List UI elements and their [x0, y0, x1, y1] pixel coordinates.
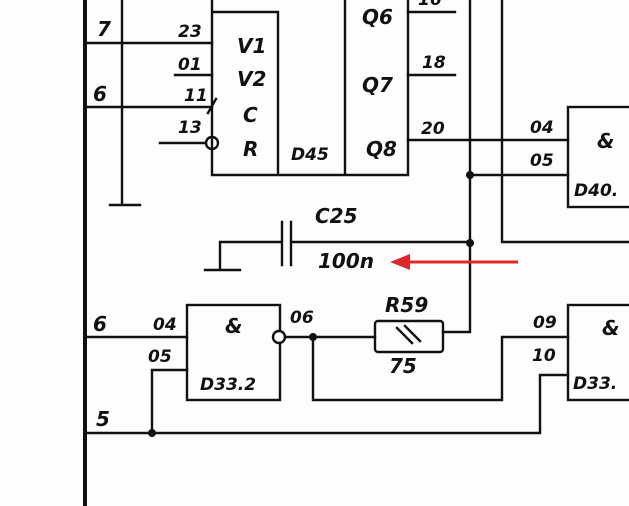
pin-label: 16 [418, 0, 442, 10]
input-label: V2 [237, 67, 266, 91]
output-label: Q6 [362, 5, 393, 29]
input-label: R [243, 137, 258, 161]
wire-feedback [311, 335, 570, 402]
chip-name: D33. [573, 374, 617, 394]
pin-label: 11 [184, 86, 208, 106]
pin-label: 04 [530, 118, 554, 138]
junction-dot [148, 429, 156, 437]
chip-name: D33.2 [200, 375, 256, 395]
pin-label: 05 [148, 347, 172, 367]
pin-label: 09 [533, 313, 557, 333]
resistor-r59 [373, 319, 445, 354]
output-label: Q8 [366, 137, 397, 161]
d33-right-block [566, 303, 629, 402]
resistor-mark [395, 324, 422, 345]
capacitor-value: 100n [318, 249, 374, 273]
resistor-value: 75 [389, 354, 417, 378]
d45-block [210, 0, 410, 177]
annotation-arrow [390, 254, 518, 270]
wire-d33-05 [150, 368, 189, 435]
chip-name: D40. [574, 181, 618, 201]
pin-label: 10 [532, 346, 556, 366]
output-label: Q7 [362, 73, 393, 97]
input-label: C [243, 103, 258, 127]
and-symbol: & [225, 314, 242, 338]
label-net6: 6 [93, 82, 107, 106]
wire-right-loop [500, 0, 629, 244]
chip-name: D45 [291, 145, 329, 165]
d33-2-block [185, 303, 282, 402]
label-net7: 7 [97, 17, 111, 41]
capacitor-name: C25 [315, 204, 358, 228]
capacitor-c25 [203, 220, 472, 272]
label-net6: 6 [93, 312, 107, 336]
pin-label: 13 [178, 118, 202, 138]
label-net5: 5 [96, 407, 110, 431]
and-symbol: & [597, 129, 614, 153]
pin-label: 04 [153, 315, 177, 335]
pin-label: 20 [421, 119, 445, 139]
junction-dot [466, 171, 474, 179]
input-label: V1 [237, 34, 266, 58]
resistor-name: R59 [385, 293, 428, 317]
and-symbol: & [602, 316, 619, 340]
pin-label: 06 [290, 308, 314, 328]
d40-block [566, 105, 629, 209]
inversion-bubble [271, 329, 287, 345]
pin-label: 23 [178, 22, 202, 42]
ground-wire-left [108, 0, 142, 207]
wire-node-vertical [441, 0, 472, 334]
pin-label: 01 [178, 55, 202, 75]
pin-label: 05 [530, 151, 554, 171]
pin-label: 18 [422, 53, 446, 73]
wire-net5 [84, 373, 570, 435]
